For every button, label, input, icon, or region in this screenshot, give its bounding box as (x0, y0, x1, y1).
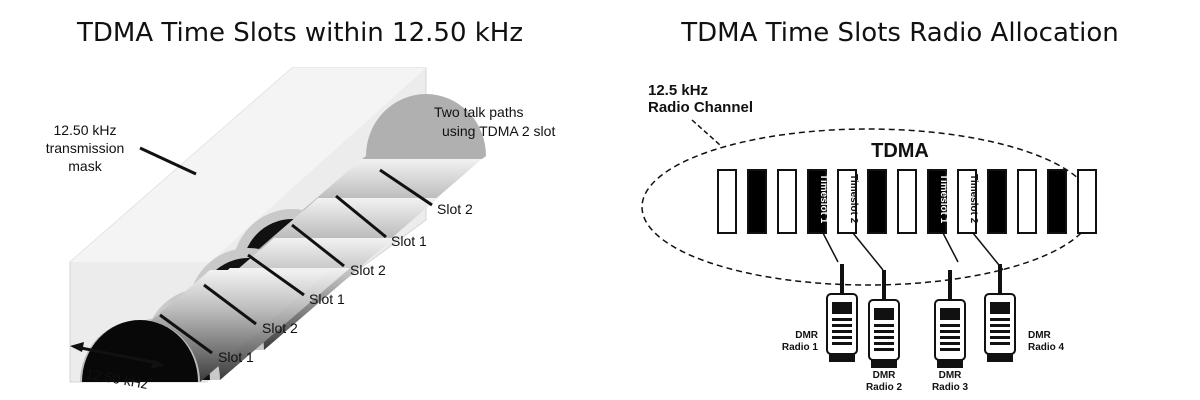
timeslot-bar (807, 169, 827, 234)
dmr-radio-2-icon (868, 269, 900, 369)
timeslot-bar (1017, 169, 1037, 234)
dmr-radio-1-icon (826, 263, 858, 363)
right-panel: TDMA Time Slots Radio Allocation 12.5 kH… (600, 0, 1200, 400)
timeslot-label: Timeslot 2 (968, 174, 979, 224)
slot-label: Slot 2 (262, 320, 298, 336)
radio-2-label-line2: Radio 2 (866, 382, 903, 393)
timeslot-bar (717, 169, 737, 234)
mask-label-line1: 12.50 kHz (53, 122, 116, 138)
radio-1-label-line1: DMR (795, 330, 819, 341)
left-panel: TDMA Time Slots within 12.50 kHz (46, 18, 556, 392)
timeslot-bar (897, 169, 917, 234)
mask-leader-line (139, 146, 197, 176)
mask-label-line2: transmission (46, 140, 125, 156)
dmr-radio-4-icon (984, 263, 1016, 363)
radio-2-label-line1: DMR (873, 370, 897, 381)
talk-paths-line2: using TDMA 2 slot (442, 123, 555, 139)
radio-1-label-line2: Radio 1 (782, 342, 819, 353)
talk-paths-line1: Two talk paths (434, 104, 524, 120)
bandwidth-arrow (70, 342, 165, 369)
timeslot-bar (987, 169, 1007, 234)
mask-label-line3: mask (68, 158, 102, 174)
dmr-radio-3-icon (934, 269, 966, 369)
timeslot-label: Timeslot 1 (818, 174, 829, 224)
left-panel-title: TDMA Time Slots within 12.50 kHz (77, 18, 523, 48)
channel-leader-line (691, 119, 721, 146)
timeslot-bar (837, 169, 857, 234)
timeslot-bar (957, 169, 977, 234)
timeslot-bar (867, 169, 887, 234)
timeslot-bar (1077, 169, 1097, 234)
timeslot-bar (747, 169, 767, 234)
slot-leader-lines (159, 168, 433, 355)
slot-drums (80, 94, 486, 382)
radio-3-label-line2: Radio 3 (932, 382, 969, 393)
radio-4-label-line2: Radio 4 (1028, 342, 1065, 353)
timeslot-bar (927, 169, 947, 234)
timeslot-label: Timeslot 1 (938, 174, 949, 224)
tdma-slot-diagram: 12.50 kHz transmission mask Two talk pat… (46, 67, 555, 392)
timeslot-bar (1047, 169, 1067, 234)
timeslot-bars: Timeslot 1 Timeslot 2 Timeslot 1 Timeslot 2 (717, 169, 1097, 234)
slot-label: Slot 1 (309, 291, 345, 307)
channel-label-line2: Radio Channel (648, 99, 753, 116)
slot-label: Slot 2 (350, 262, 386, 278)
right-panel-title: TDMA Time Slots Radio Allocation (681, 18, 1119, 48)
timeslot-bar (777, 169, 797, 234)
radio-connector-lines (822, 232, 1004, 271)
slot-label: Slot 2 (437, 201, 473, 217)
radio-3-label-line1: DMR (939, 370, 963, 381)
tdma-label: TDMA (871, 140, 929, 162)
radio-4-label-line1: DMR (1028, 330, 1052, 341)
slot-label: Slot 1 (218, 349, 254, 365)
slot-label: Slot 1 (391, 233, 427, 249)
channel-label-line1: 12.5 kHz (648, 82, 708, 99)
timeslot-label: Timeslot 2 (848, 174, 859, 224)
